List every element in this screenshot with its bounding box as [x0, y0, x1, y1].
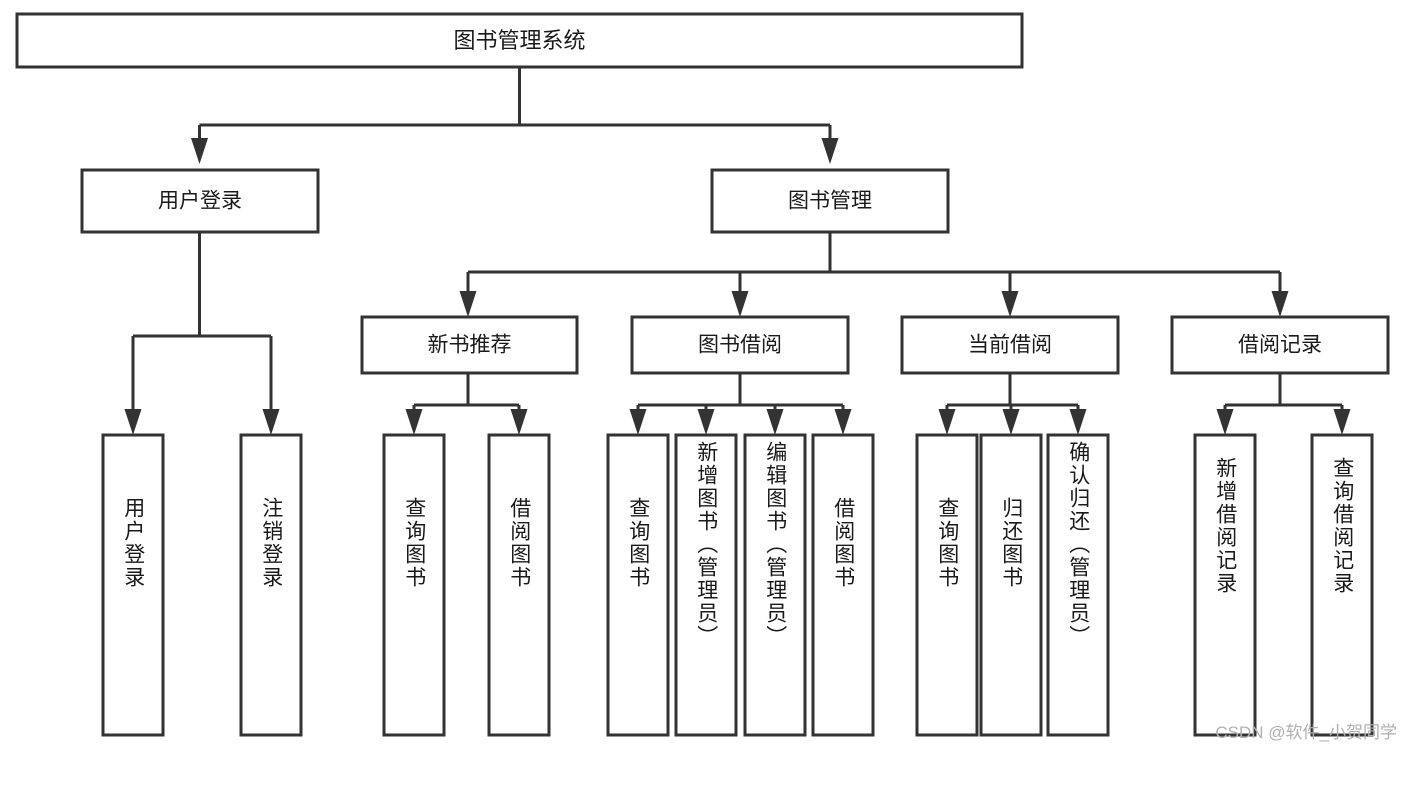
node-book-manage[interactable]: 图书管理 — [710, 168, 950, 234]
connector-group-root — [191, 67, 839, 164]
leaf-rect-query-book-2[interactable] — [606, 433, 670, 737]
node-borrow-record-label: 借阅记录 — [1238, 334, 1322, 357]
diagram-canvas: 图书管理系统 用户登录 图书管理 新书推荐 图书借阅 当前借阅 借阅记录 — [15, 12, 1397, 742]
leaf-rect-query-record[interactable] — [1310, 433, 1374, 737]
csdn-watermark: CSDN @软件_小贺同学 — [1215, 723, 1397, 742]
arrow-nbr-leaf-2 — [510, 409, 528, 435]
leaf-rect-add-book[interactable] — [674, 433, 738, 737]
arrow-bm-to-book-borrow — [731, 291, 749, 317]
node-current-borrow[interactable]: 当前借阅 — [900, 315, 1120, 375]
arrow-nbr-leaf-1 — [405, 409, 423, 435]
node-current-borrow-label: 当前借阅 — [968, 334, 1052, 357]
node-borrow-record[interactable]: 借阅记录 — [1170, 315, 1390, 375]
node-book-borrow[interactable]: 图书借阅 — [630, 315, 850, 375]
arrow-user-login-leaf-1 — [124, 409, 142, 435]
node-book-borrow-rect — [630, 315, 850, 375]
arrow-cb-leaf-2 — [1002, 409, 1020, 435]
leaf-rect-confirm-return[interactable] — [1046, 433, 1110, 737]
leaf-rect-query-book-1[interactable] — [382, 433, 446, 737]
node-new-book-recommend-label: 新书推荐 — [428, 334, 512, 357]
node-book-borrow-label: 图书借阅 — [698, 334, 782, 357]
connector-group-borrow-record — [1216, 373, 1351, 435]
arrow-root-to-book-manage — [821, 138, 839, 164]
leaf-rect-return-book[interactable] — [979, 433, 1043, 737]
connector-group-book-borrow — [629, 373, 852, 435]
arrow-bm-to-borrow-record — [1271, 291, 1289, 317]
arrow-bm-to-new-book-recommend — [459, 291, 477, 317]
arrow-root-to-user-login — [191, 138, 208, 164]
hierarchy-diagram: 图书管理系统 用户登录 图书管理 新书推荐 图书借阅 当前借阅 借阅记录 — [15, 12, 1390, 737]
node-root-label: 图书管理系统 — [453, 28, 585, 53]
node-root-book-management-system[interactable]: 图书管理系统 — [15, 12, 1024, 69]
node-root-rect — [15, 12, 1024, 69]
node-new-book-recommend[interactable]: 新书推荐 — [360, 315, 579, 375]
leaf-rect-user-login[interactable] — [101, 433, 165, 737]
leaf-rect-borrow-book-2[interactable] — [811, 433, 875, 737]
node-book-manage-rect — [710, 168, 950, 234]
arrow-bm-to-current-borrow — [1001, 291, 1019, 317]
arrow-bb-leaf-3 — [766, 409, 784, 435]
arrow-cb-leaf-1 — [938, 409, 956, 435]
connector-group-book-manage — [459, 232, 1289, 317]
arrow-user-login-leaf-2 — [262, 409, 280, 435]
node-current-borrow-rect — [900, 315, 1120, 375]
node-user-login[interactable]: 用户登录 — [80, 168, 320, 234]
arrow-bb-leaf-1 — [629, 409, 647, 435]
arrow-cb-leaf-3 — [1069, 409, 1087, 435]
arrow-bb-leaf-2 — [697, 409, 715, 435]
connector-group-user-login — [124, 232, 280, 435]
arrow-bb-leaf-4 — [834, 409, 852, 435]
node-borrow-record-rect — [1170, 315, 1390, 375]
connector-group-new-book-recommend — [405, 373, 528, 435]
leaf-rect-add-record[interactable] — [1193, 433, 1257, 737]
arrow-br-leaf-1 — [1216, 409, 1234, 435]
arrow-br-leaf-2 — [1333, 409, 1351, 435]
node-new-book-recommend-rect — [360, 315, 579, 375]
leaf-rect-borrow-book-1[interactable] — [487, 433, 551, 737]
leaf-rect-edit-book[interactable] — [743, 433, 807, 737]
leaf-rect-query-book-3[interactable] — [915, 433, 979, 737]
node-user-login-label: 用户登录 — [158, 190, 242, 213]
leaf-rect-logout[interactable] — [239, 433, 303, 737]
node-user-login-rect — [80, 168, 320, 234]
connector-group-current-borrow — [938, 373, 1087, 435]
node-book-manage-label: 图书管理 — [788, 190, 872, 213]
